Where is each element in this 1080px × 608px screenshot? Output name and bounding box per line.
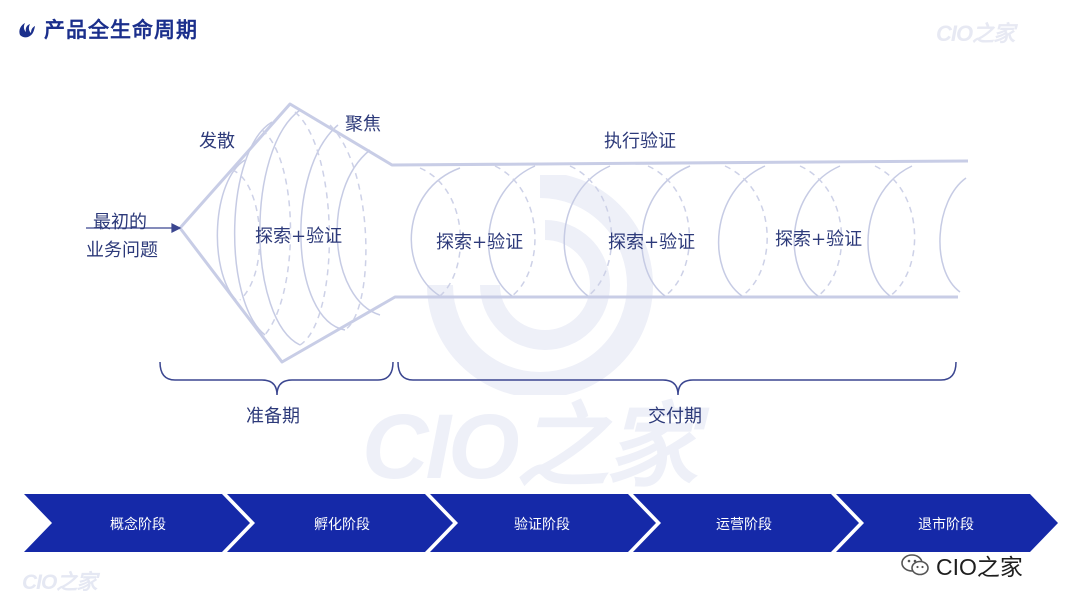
explore-label: 探索+验证 xyxy=(436,228,523,254)
explore-label: 探索+验证 xyxy=(775,225,862,251)
phase-label-delivery: 交付期 xyxy=(648,402,702,428)
stage-label-validation: 验证阶段 xyxy=(472,514,612,534)
wechat-brand-text: CIO之家 xyxy=(936,548,1023,582)
phase-label-preparation: 准备期 xyxy=(246,402,300,428)
explore-label: 探索+验证 xyxy=(608,228,695,254)
cone-outline xyxy=(180,104,968,228)
wechat-icon xyxy=(900,553,930,577)
stage-label-retirement: 退市阶段 xyxy=(876,514,1016,534)
lifecycle-diagram xyxy=(0,0,1080,470)
brace-preparation xyxy=(160,362,393,395)
corner-brand-mark: CIO之家 xyxy=(22,566,96,596)
stage-label-concept: 概念阶段 xyxy=(68,514,208,534)
stage-label-operation: 运营阶段 xyxy=(674,514,814,534)
stage-label-incubation: 孵化阶段 xyxy=(272,514,412,534)
start-label-line2: 业务问题 xyxy=(86,236,158,262)
wechat-brand: CIO之家 xyxy=(900,548,1023,582)
brace-delivery xyxy=(398,362,956,395)
focus-label: 聚焦 xyxy=(345,110,381,136)
diverge-label: 发散 xyxy=(199,127,235,153)
execute-label: 执行验证 xyxy=(604,127,676,153)
explore-label: 探索+验证 xyxy=(255,222,342,248)
start-label-line1: 最初的 xyxy=(93,208,147,234)
